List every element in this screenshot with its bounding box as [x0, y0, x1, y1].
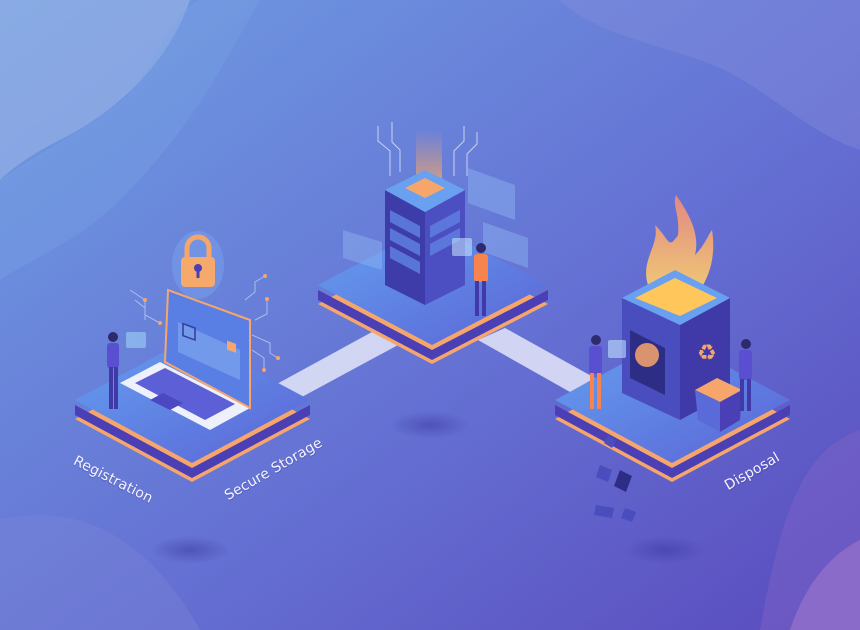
bg-wave-top-right	[560, 0, 860, 150]
bg-wave-bottom-right	[790, 540, 860, 630]
bg-wave-top-left	[0, 0, 190, 180]
person-disposal-left-icon	[589, 335, 626, 409]
light-beam	[416, 130, 442, 180]
trash-bin-icon	[695, 378, 742, 432]
bg-wave-bottom-left	[0, 514, 200, 630]
shadow	[150, 536, 230, 564]
bridge-left	[275, 332, 398, 398]
code-panel-icon	[343, 230, 382, 270]
person-registration-icon	[107, 332, 146, 409]
server-rack-icon	[385, 170, 465, 305]
circuit-lines	[377, 122, 478, 176]
secure-storage-station	[318, 122, 548, 364]
bg-wave-right	[760, 430, 860, 630]
falling-debris-icon	[594, 435, 636, 522]
shadow	[390, 411, 470, 439]
disposal-station: ♻	[555, 195, 790, 522]
padlock-icon	[172, 231, 224, 299]
code-panel-icon	[468, 168, 515, 220]
circuit-nodes	[143, 274, 280, 372]
bridge-right	[478, 328, 595, 392]
registration-station	[75, 231, 310, 482]
bg-wave-left	[0, 0, 260, 280]
circuit-lines	[129, 275, 279, 370]
person-disposal-right-icon	[739, 339, 752, 411]
flame-icon	[646, 195, 714, 290]
recycle-icon: ♻	[697, 341, 717, 366]
code-panel-icon	[483, 222, 528, 268]
shadow	[625, 536, 705, 564]
person-storage-icon	[452, 238, 488, 316]
